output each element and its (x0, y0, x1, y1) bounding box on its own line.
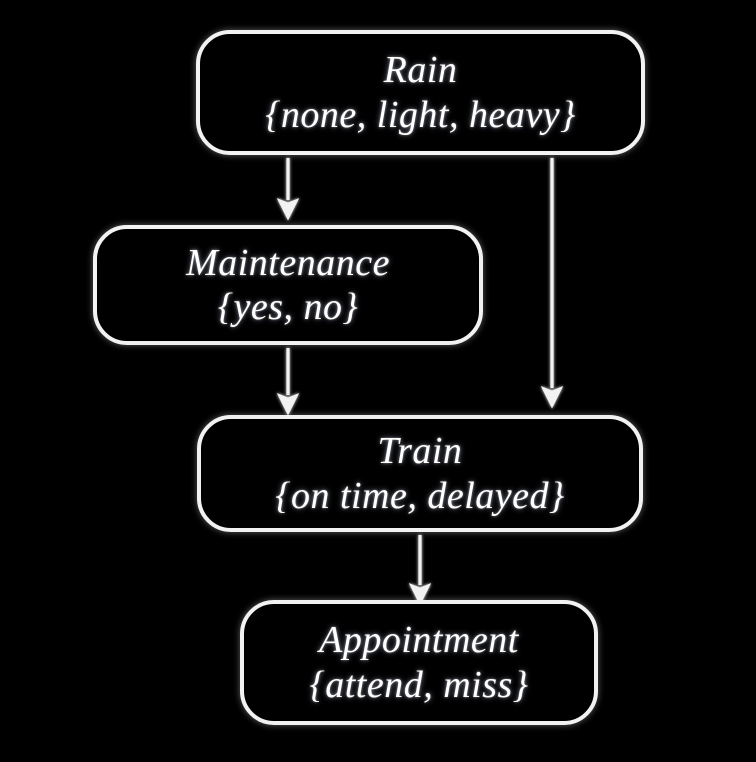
node-rain[interactable]: Rain {none, light, heavy} (196, 30, 645, 155)
node-appointment[interactable]: Appointment {attend, miss} (240, 600, 598, 725)
node-appointment-label: Appointment (319, 619, 519, 662)
node-train-label: Train (377, 430, 463, 473)
node-maintenance-states: {yes, no} (217, 286, 359, 328)
node-appointment-states: {attend, miss} (309, 663, 529, 706)
node-maintenance[interactable]: Maintenance {yes, no} (93, 225, 483, 345)
node-rain-states: {none, light, heavy} (265, 93, 576, 136)
node-train-states: {on time, delayed} (275, 474, 565, 517)
node-rain-label: Rain (383, 49, 458, 92)
node-train[interactable]: Train {on time, delayed} (197, 415, 643, 532)
node-maintenance-label: Maintenance (186, 241, 390, 284)
